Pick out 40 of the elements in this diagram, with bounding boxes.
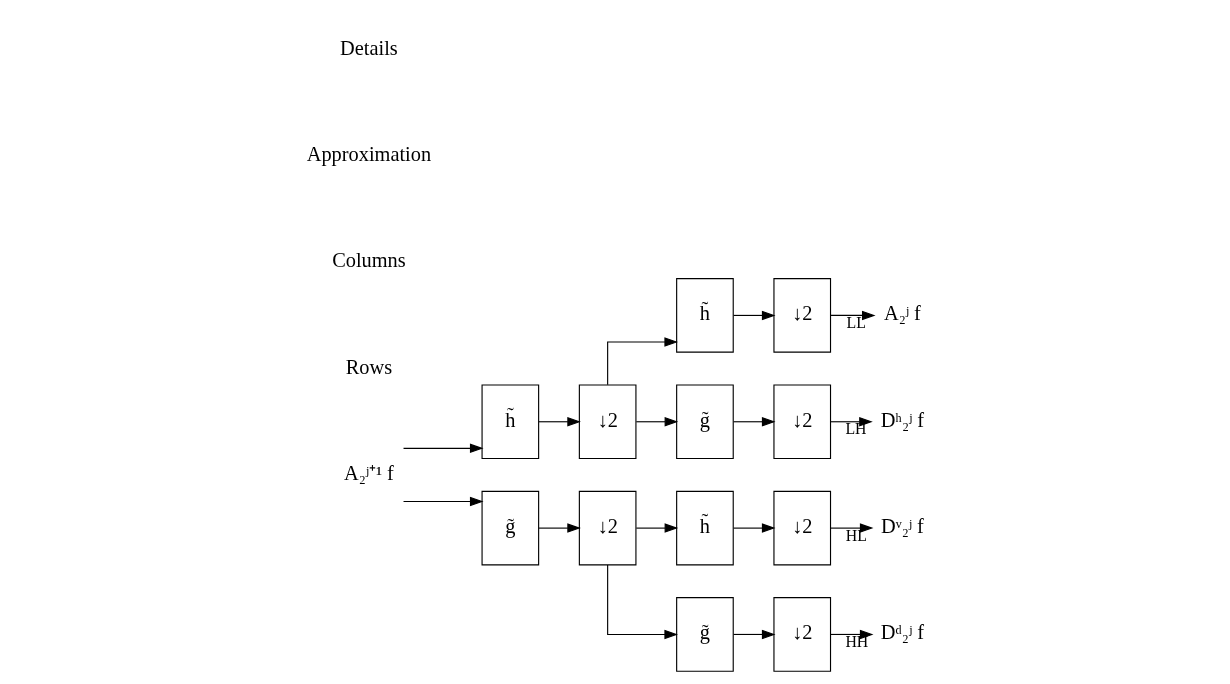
arrow [830,310,876,321]
arrow [635,523,679,533]
label: Columns [332,249,406,272]
node-box: g̃ [676,384,734,460]
arrow [830,417,873,427]
node-box: h̃ [676,490,734,566]
label: Approximation [306,142,432,165]
node-box: h̃ [481,384,540,460]
node-box: ↓2 [578,490,637,566]
arrow [607,564,678,640]
edge-label: LL [846,314,866,332]
arrow [733,417,776,427]
node-box: ↓2 [773,597,832,672]
node-text: A₂ʲ f [883,302,921,325]
arrow [830,523,874,533]
arrow [733,523,776,533]
edge-label: HH [845,633,869,651]
arrow [733,310,776,321]
label: Details [340,36,398,59]
node-box: ↓2 [578,384,637,460]
label: Rows [345,355,393,378]
arrow [733,629,776,640]
node-text: A₂ʲ⁺¹ f [343,461,394,484]
node-box: h̃ [676,278,734,353]
node-box: ↓2 [773,490,832,566]
node-box: ↓2 [773,278,832,353]
arrow [635,417,679,427]
arrow [538,417,581,427]
arrow [538,523,581,533]
node-box: g̃ [481,490,540,566]
arrow [607,337,678,386]
arrow [402,443,484,454]
arrow [402,496,484,507]
node-box: ↓2 [773,384,832,460]
edge-label: HL [845,526,867,544]
node-text: Dᵛ₂ʲ f [880,515,924,538]
node-text: Dʰ₂ʲ f [880,408,925,431]
node-text: Dᵈ₂ʲ f [880,621,924,644]
edge-label: LH [845,420,867,438]
node-box: g̃ [676,597,734,672]
